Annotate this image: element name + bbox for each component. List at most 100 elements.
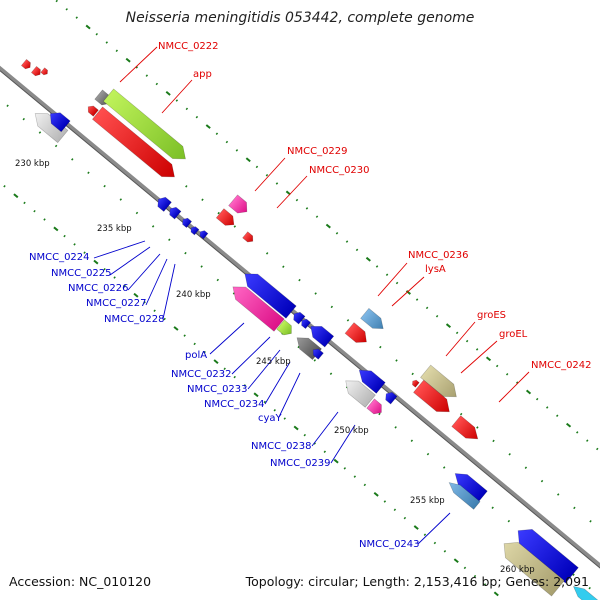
guide-dot — [119, 198, 123, 201]
gene-feature — [360, 307, 384, 329]
guide-dot — [3, 185, 6, 188]
gene-feature — [503, 542, 565, 597]
guide-dot — [233, 225, 237, 228]
gene-label: NMCC_0222 — [158, 41, 219, 52]
gene-label: NMCC_0233 — [187, 384, 248, 395]
gene-feature — [344, 322, 367, 343]
gene-feature — [366, 398, 382, 415]
guide-dot — [329, 372, 333, 376]
guide-dot — [476, 426, 479, 429]
guide-dot — [201, 198, 204, 201]
guide-dot — [265, 252, 269, 255]
guide-dot — [507, 519, 511, 523]
tick-label: 260 kbp — [500, 565, 535, 575]
guide-dot — [394, 426, 397, 429]
guide-dot — [75, 16, 78, 19]
gene-label: lysA — [425, 264, 446, 275]
guide-dot — [293, 425, 299, 431]
gene-feature — [244, 273, 297, 319]
guide-dot — [435, 314, 439, 318]
guide-dot — [330, 305, 334, 309]
gene-label: NMCC_0229 — [287, 146, 348, 157]
gene-feature — [182, 217, 193, 229]
guide-dot — [493, 591, 499, 597]
guide-dot — [572, 573, 575, 576]
guide-dot — [405, 290, 411, 295]
guide-dot — [135, 211, 139, 215]
guide-dot — [535, 397, 539, 401]
guide-dot — [495, 364, 499, 368]
guide-dot — [314, 292, 317, 295]
guide-dot — [343, 467, 347, 470]
gene-feature — [49, 112, 71, 133]
guide-dot — [355, 248, 359, 252]
guide-dot — [379, 345, 382, 349]
callout-line — [247, 349, 281, 390]
tick-label: 250 kbp — [334, 426, 369, 436]
guide-dot — [465, 339, 469, 343]
guide-dot — [113, 276, 116, 279]
guide-dot — [453, 558, 459, 564]
gene-feature — [91, 106, 175, 178]
guide-dot — [303, 433, 306, 437]
guide-dot — [73, 243, 76, 246]
gene-feature — [412, 379, 420, 388]
gene-label: NMCC_0225 — [51, 268, 112, 279]
callout-line — [127, 253, 161, 291]
gene-label: NMCC_0239 — [270, 458, 331, 469]
map-title: Neisseria meningitidis 053442, complete … — [125, 10, 475, 26]
callout-line — [231, 336, 271, 375]
guide-dot — [103, 184, 106, 188]
guide-dot — [200, 265, 203, 268]
gene-feature — [232, 286, 285, 332]
guide-dot — [155, 82, 159, 86]
guide-dot — [305, 207, 309, 210]
guide-dot — [346, 319, 350, 322]
guide-dot — [505, 373, 509, 376]
guide-dot — [203, 350, 206, 354]
gene-feature — [385, 391, 398, 405]
guide-dot — [353, 475, 357, 478]
guide-dot — [315, 215, 319, 218]
guide-dot — [83, 251, 86, 254]
callout-lines — [93, 46, 530, 545]
guide-dot — [263, 400, 266, 404]
tick-label: 255 kbp — [410, 496, 445, 506]
guide-dot — [423, 533, 427, 536]
guide-dot — [442, 466, 446, 469]
guide-dot — [545, 406, 549, 409]
guide-dot — [492, 439, 495, 443]
guide-dot — [217, 211, 220, 215]
gene-label: NMCC_0238 — [251, 441, 312, 452]
gene-label: groEL — [499, 329, 528, 340]
gene-label: app — [193, 69, 212, 80]
guide-dot — [255, 165, 259, 169]
gene-label: NMCC_0234 — [204, 399, 265, 410]
guide-dot — [95, 32, 98, 36]
genome-stats-text: Topology: circular; Length: 2,153,416 bp… — [245, 574, 589, 589]
guide-dot — [455, 331, 459, 335]
guide-dot — [213, 359, 219, 364]
callout-line — [445, 321, 476, 357]
guide-dot — [588, 586, 591, 590]
guide-dot — [459, 412, 463, 416]
gene-feature — [228, 194, 248, 214]
gene-feature — [572, 586, 600, 600]
callout-line — [311, 411, 339, 447]
guide-dot — [297, 345, 300, 349]
guide-dot — [589, 520, 592, 523]
guide-dot — [123, 284, 126, 288]
gene-label: NMCC_0226 — [68, 283, 129, 294]
gene-feature — [448, 482, 481, 510]
guide-dot — [325, 223, 331, 229]
gene-feature — [40, 67, 48, 76]
gene-feature — [451, 415, 479, 440]
callout-line — [417, 512, 451, 545]
guide-dot — [385, 273, 389, 277]
guide-dot — [525, 389, 532, 395]
guide-dot — [23, 201, 26, 205]
guide-dot — [485, 356, 492, 362]
guide-dot — [483, 583, 487, 586]
callout-line — [209, 322, 245, 355]
